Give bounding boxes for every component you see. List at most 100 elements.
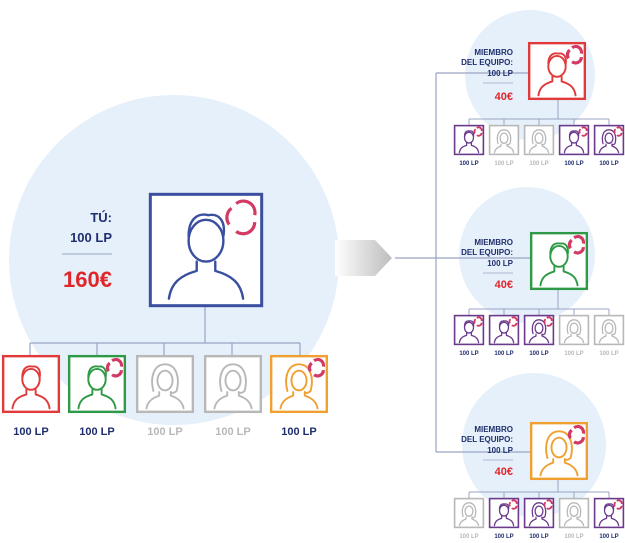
child-avatar [269, 354, 329, 414]
team2-amount: 40€ [495, 279, 513, 291]
woman-icon [528, 129, 550, 154]
woman-icon [563, 319, 585, 344]
man-icon [598, 503, 620, 527]
refresh-icon [508, 499, 518, 510]
refresh-icon [473, 126, 483, 137]
woman-icon [279, 363, 319, 410]
man-icon [77, 365, 117, 410]
member-points-label: 100 LP [529, 351, 548, 357]
member-points-label: 100 LP [599, 534, 618, 540]
team-member-avatar [558, 497, 590, 529]
refresh-icon [567, 424, 586, 445]
woman-icon [598, 319, 620, 344]
you-avatar [148, 192, 264, 308]
team-leader-avatar [529, 421, 589, 481]
team-connectors [468, 100, 610, 125]
woman-icon [458, 502, 480, 527]
child-avatar [67, 354, 127, 414]
team-leader-avatar [527, 41, 587, 101]
woman-icon [598, 129, 620, 154]
team2-label-line1: MIEMBRO [474, 238, 513, 247]
man-icon [563, 130, 585, 154]
team-leader-avatar [529, 231, 589, 291]
member-points-label: 100 LP [564, 161, 583, 167]
team-1: MIEMBRO DEL EQUIPO: 100 LP 40€ 100 LP 100… [453, 41, 625, 167]
team-member-avatar [488, 497, 520, 529]
refresh-icon [567, 234, 586, 255]
child-avatar [1, 354, 61, 414]
woman-icon [213, 363, 253, 410]
team2-points: 100 LP [487, 259, 513, 268]
team-member-avatar [523, 497, 555, 529]
team-connectors [468, 480, 610, 498]
man-icon [167, 213, 245, 300]
member-points-label: 100 LP [494, 534, 513, 540]
team-member-avatar [558, 124, 590, 156]
member-points-label: 100 LP [599, 351, 618, 357]
team-member-avatar [453, 124, 485, 156]
man-icon [537, 52, 577, 97]
woman-icon [528, 502, 550, 527]
member-points-label: 100 LP [459, 351, 478, 357]
refresh-icon [473, 316, 483, 327]
woman-icon [563, 502, 585, 527]
member-points-label: 100 LP [459, 534, 478, 540]
member-points-label: 100 LP [564, 351, 583, 357]
member-points-label: 100 LP [529, 161, 548, 167]
refresh-icon [543, 499, 553, 510]
child-points-label: 100 LP [281, 426, 316, 438]
child-avatar [135, 354, 195, 414]
arrow-icon [335, 240, 392, 276]
you-avatar-frame [148, 192, 264, 308]
refresh-icon [565, 44, 584, 65]
man-icon [493, 503, 515, 527]
team-member-avatar [453, 497, 485, 529]
refresh-icon [543, 316, 553, 327]
man-icon [539, 242, 579, 287]
team-member-avatar [523, 314, 555, 346]
man-icon [11, 365, 51, 410]
team-member-avatar [593, 124, 625, 156]
team3-points: 100 LP [487, 446, 513, 455]
man-icon [458, 130, 480, 154]
you-connectors [29, 307, 301, 356]
team2-label-line2: DEL EQUIPO: [461, 248, 513, 257]
member-points-label: 100 LP [564, 534, 583, 540]
woman-icon [145, 363, 185, 410]
child-points-label: 100 LP [215, 426, 250, 438]
team1-label-line2: DEL EQUIPO: [461, 58, 513, 67]
you-label: TÚ: [90, 210, 112, 225]
member-points-label: 100 LP [529, 534, 548, 540]
child-points-label: 100 LP [79, 426, 114, 438]
team1-label-line1: MIEMBRO [474, 48, 513, 57]
member-points-label: 100 LP [494, 161, 513, 167]
you-amount: 160€ [63, 267, 112, 292]
you-points: 100 LP [70, 230, 112, 245]
refresh-icon [307, 357, 326, 378]
team-member-avatar [593, 314, 625, 346]
member-points-label: 100 LP [459, 161, 478, 167]
refresh-icon [225, 199, 257, 236]
team-member-avatar [453, 314, 485, 346]
team-member-avatar [558, 314, 590, 346]
team-bracket [395, 72, 530, 453]
woman-icon [539, 430, 579, 477]
team1-points: 100 LP [487, 69, 513, 78]
member-points-label: 100 LP [494, 351, 513, 357]
team-connectors [468, 290, 610, 315]
child-points-label: 100 LP [13, 426, 48, 438]
team1-amount: 40€ [495, 91, 513, 103]
refresh-icon [105, 357, 124, 378]
team3-label-line1: MIEMBRO [474, 425, 513, 434]
team-member-avatar [488, 124, 520, 156]
woman-icon [528, 319, 550, 344]
team-member-avatar [488, 314, 520, 346]
refresh-icon [613, 499, 623, 510]
team-member-avatar [593, 497, 625, 529]
man-icon [458, 320, 480, 344]
member-points-label: 100 LP [599, 161, 618, 167]
man-icon [493, 320, 515, 344]
